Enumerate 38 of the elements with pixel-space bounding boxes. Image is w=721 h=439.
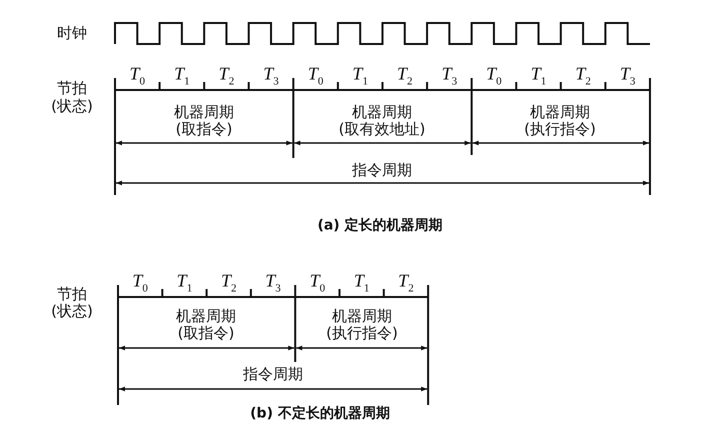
- beat-label: T$_{3}$: [442, 64, 458, 88]
- row-label: (状态): [51, 98, 93, 114]
- beat-label: T$_{2}$: [398, 272, 414, 294]
- beat-label: T$_{0}$: [486, 64, 502, 88]
- machine-cycle-label: 机器周期: [530, 104, 590, 120]
- machine-cycle-label: (取有效地址): [338, 120, 426, 138]
- machine-cycle-label: (取指令): [176, 120, 232, 138]
- instruction-cycle-label: 指令周期: [352, 162, 412, 178]
- beat-label: T$_{3}$: [263, 64, 279, 88]
- instruction-cycle-label: 指令周期: [243, 366, 303, 382]
- figure-caption: (a) 定长的机器周期: [317, 218, 443, 234]
- beat-label: T$_{1}$: [176, 272, 192, 294]
- beat-label: T$_{3}$: [265, 272, 281, 294]
- beat-label: T$_{2}$: [218, 64, 234, 88]
- machine-cycle-label: (执行指令): [524, 120, 596, 138]
- row-label: 节拍: [57, 80, 87, 96]
- beat-label: T$_{1}$: [530, 64, 546, 88]
- beat-label: T$_{1}$: [354, 272, 370, 294]
- beat-label: T$_{0}$: [132, 272, 148, 294]
- machine-cycle-label: (执行指令): [326, 324, 398, 342]
- row-label: 节拍: [57, 286, 87, 302]
- beat-label: T$_{2}$: [575, 64, 591, 88]
- beat-label: T$_{0}$: [130, 64, 146, 88]
- machine-cycle-label: 机器周期: [176, 308, 236, 324]
- machine-cycle-label: (取指令): [178, 324, 234, 342]
- beat-label: T$_{0}$: [310, 272, 326, 294]
- beat-label: T$_{2}$: [397, 64, 413, 88]
- beat-label: T$_{0}$: [308, 64, 324, 88]
- figure-caption: (b) 不定长的机器周期: [250, 406, 390, 422]
- beat-label: T$_{2}$: [221, 272, 236, 294]
- machine-cycle-label: 机器周期: [332, 308, 392, 324]
- machine-cycle-label: 机器周期: [352, 104, 412, 120]
- beat-label: T$_{1}$: [352, 64, 368, 88]
- beat-label: T$_{1}$: [174, 64, 190, 88]
- machine-cycle-label: 机器周期: [174, 104, 234, 120]
- row-label: (状态): [51, 302, 93, 320]
- row-label: 时钟: [57, 24, 87, 42]
- beat-label: T$_{3}$: [620, 64, 636, 88]
